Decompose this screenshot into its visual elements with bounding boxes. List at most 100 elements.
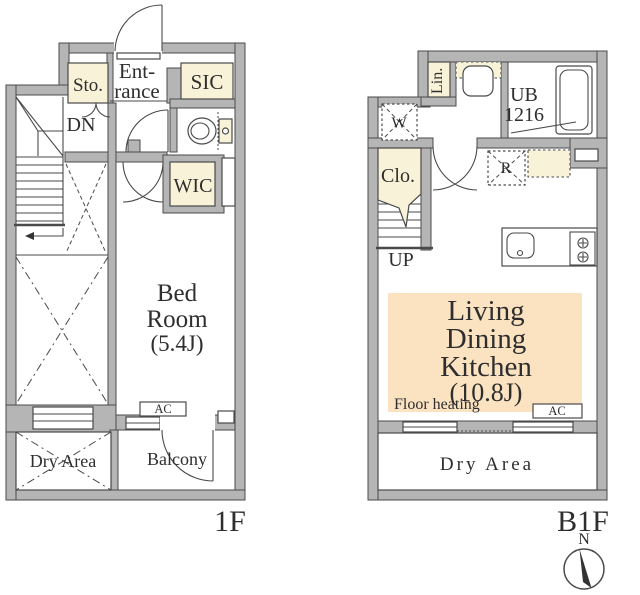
wall-top <box>417 50 608 63</box>
ldk-label-line1: Living <box>447 295 524 327</box>
stove-icon <box>569 231 596 266</box>
compass-circle-icon <box>563 548 605 590</box>
dry-area-1f-hatch <box>15 431 112 491</box>
stair-direction-line <box>34 228 64 237</box>
ac-box-1f <box>139 401 187 417</box>
wall-hall-stub <box>127 139 141 153</box>
washroom-double-door-arcs <box>432 145 478 191</box>
wall-entrance-sic <box>166 67 182 104</box>
toilet-bowl-inner <box>190 122 210 140</box>
ldk-label-line3: Kitchen <box>440 351 532 383</box>
ldk-size-label: (10.8J) <box>450 378 523 407</box>
stairs-b1f <box>376 203 433 250</box>
stairs-1f <box>14 96 65 240</box>
shutter-box-1f <box>217 410 235 424</box>
storage-room <box>67 62 109 104</box>
wic-room <box>169 161 216 207</box>
wic-label: WIC <box>174 175 213 197</box>
toilet-bowl <box>187 117 217 145</box>
washer-space <box>381 103 418 141</box>
balcony-door-opening <box>160 414 215 431</box>
void-area-1f <box>15 163 109 405</box>
stove-burner-top <box>577 237 589 249</box>
ac-label-b1f: AC <box>548 404 565 418</box>
refrigerator-hatch <box>487 150 526 186</box>
unit-bath-label-line1: UB <box>510 84 538 106</box>
wall-stair-right <box>420 147 432 251</box>
entrance-opening <box>114 42 162 54</box>
balcony-door-arc <box>161 429 214 482</box>
entrance-step <box>116 52 161 60</box>
wall-left-main <box>367 96 379 501</box>
wall-bottom <box>367 489 608 501</box>
wall-bottom <box>5 489 246 501</box>
compass: N <box>563 531 605 590</box>
stove-burner-bottom <box>577 251 589 263</box>
kitchen-counter <box>501 227 598 267</box>
wall-right <box>234 42 246 501</box>
plan-1f: Sto. Ent- rance SIC DN WIC Bed Room (5.4… <box>5 4 246 538</box>
washer-label: W <box>391 115 407 132</box>
linen-label: Lin. <box>429 68 446 94</box>
dry-area-label-b1f: Dry Area <box>440 454 534 475</box>
refrigerator-label: R <box>501 160 512 177</box>
bedroom-double-door-arcs <box>122 161 164 203</box>
storage-bifold-door <box>81 102 111 118</box>
compass-needle-icon <box>579 549 592 588</box>
doors-1f <box>81 4 214 482</box>
storage-label: Sto. <box>73 75 103 96</box>
wall-void-right <box>107 102 117 431</box>
sink-drain <box>516 249 524 257</box>
bedroom-size-label: (5.4J) <box>150 331 203 356</box>
hall-door-arc <box>125 109 169 153</box>
bathtub-icon <box>555 65 593 135</box>
bathtub-inner <box>559 69 589 131</box>
wall-wash-ub <box>500 61 509 143</box>
sic-label: SIC <box>191 70 224 94</box>
floor-heating-label: Floor heating <box>394 396 480 413</box>
toilet-icon <box>187 112 233 150</box>
refrigerator-space <box>487 150 526 186</box>
ub-leader-line <box>510 121 577 134</box>
dry-area-b1f <box>377 432 598 491</box>
entrance-label-line1: Ent- <box>119 59 155 83</box>
unit-bath-label-line2: 1216 <box>504 104 544 126</box>
up-label: UP <box>388 249 414 271</box>
bedroom-label-line2: Room <box>146 306 208 333</box>
ldk-floor-heating-area <box>388 293 582 412</box>
kitchen-sink-icon <box>506 232 535 259</box>
pipe-space-b1f <box>574 148 599 162</box>
wall-toilet-top <box>169 98 236 109</box>
closet-label: Clo. <box>381 165 415 187</box>
plan-b1f: Lin. UB 1216 W Clo. R UP Living Dining K… <box>367 50 609 538</box>
wall-right <box>596 50 608 501</box>
wall-mid-right <box>476 137 571 149</box>
ac-label-1f: AC <box>154 402 171 416</box>
dry-area-label-1f: Dry Area <box>30 451 96 471</box>
stair-arrow-icon <box>25 232 34 240</box>
ldk-label-line2: Dining <box>446 323 527 355</box>
floor-title-1f: 1F <box>214 505 246 538</box>
ac-box-b1f <box>532 403 583 419</box>
kitchen-counter-box <box>501 227 598 267</box>
linen-room <box>427 61 451 98</box>
washbasin-icon <box>462 65 494 97</box>
bedroom-label-line1: Bed <box>157 280 198 307</box>
toilet-tank-button <box>221 127 230 135</box>
compass-north-label: N <box>578 531 590 548</box>
floor-title-b1f: B1F <box>557 505 609 538</box>
wall-left-upper <box>417 50 429 104</box>
washer-hatch <box>381 103 418 141</box>
sic-room <box>180 62 234 100</box>
counter-space <box>527 149 571 178</box>
closet-room <box>377 147 422 228</box>
wall-left-main <box>5 84 17 501</box>
entrance-door-arc <box>114 4 163 52</box>
down-label: DN <box>67 114 96 136</box>
balcony-label: Balcony <box>147 449 207 469</box>
bathtub-outer <box>555 65 593 135</box>
wall-toilet-left <box>169 107 178 153</box>
void-window <box>32 406 94 430</box>
